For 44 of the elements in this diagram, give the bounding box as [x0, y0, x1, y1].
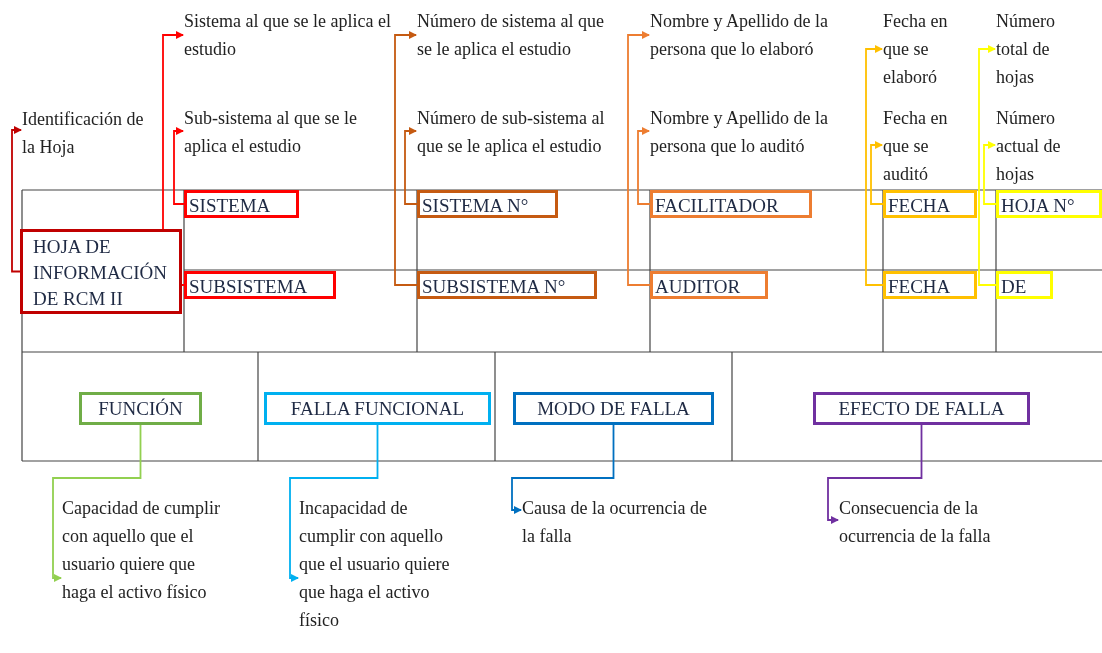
form-field-box: DE — [996, 271, 1053, 299]
form-field-box: HOJA N° — [996, 190, 1102, 218]
leader-arrow — [978, 45, 997, 286]
form-field-box: SISTEMA — [184, 190, 299, 218]
annotation-text: Causa de la ocurrencia de la falla — [522, 494, 712, 550]
form-field-box: FALLA FUNCIONAL — [264, 392, 491, 425]
form-field-box: FECHA — [883, 190, 977, 218]
form-field-box: SISTEMA N° — [417, 190, 558, 218]
leader-arrow — [52, 424, 142, 582]
leader-arrow — [404, 127, 418, 205]
leader-arrow — [173, 127, 185, 205]
leader-arrow — [289, 424, 379, 582]
annotation-text: Número de sub-sistema al que se le aplica el estudio — [417, 104, 622, 160]
annotation-text: Número de sistema al que se le aplica el estudio — [417, 7, 622, 63]
leader-arrow — [637, 127, 651, 205]
form-field-box: FECHA — [883, 271, 977, 299]
leader-arrow — [511, 424, 615, 514]
form-field-box: AUDITOR — [650, 271, 768, 299]
annotation-text: Nombre y Apellido de la persona que lo auditó — [650, 104, 865, 160]
annotation-text: Sistema al que se le aplica el estudio — [184, 7, 399, 63]
form-field-box: FACILITADOR — [650, 190, 812, 218]
leader-arrow — [627, 31, 651, 286]
annotation-text: Nombre y Apellido de la persona que lo elaboró — [650, 7, 865, 63]
form-field-box: SUBSISTEMA N° — [417, 271, 597, 299]
leader-arrow — [827, 424, 923, 524]
leader-arrow — [983, 141, 997, 205]
annotation-text: Capacidad de cumplir con aquello que el usuario quiere que haga el activo físico — [62, 494, 222, 606]
form-field-box: EFECTO DE FALLA — [813, 392, 1030, 425]
form-field-box: HOJA DE INFORMACIÓN DE RCM II — [20, 229, 182, 314]
leader-arrow — [865, 45, 884, 286]
form-field-box: MODO DE FALLA — [513, 392, 714, 425]
form-field-box: SUBSISTEMA — [184, 271, 336, 299]
form-field-box: FUNCIÓN — [79, 392, 202, 425]
annotation-text: Incapacidad de cumplir con aquello que el usuario quiere que haga el activo físico — [299, 494, 459, 634]
annotation-text: Consecuencia de la ocurrencia de la falla — [839, 494, 1029, 550]
leader-arrow — [394, 31, 418, 286]
leader-arrow — [870, 141, 884, 205]
annotation-text: Identificación de la Hoja — [22, 105, 147, 161]
annotation-text: Número actual de hojas — [996, 104, 1081, 188]
annotation-text: Fecha en que se elaboró — [883, 7, 973, 91]
annotation-text: Fecha en que se auditó — [883, 104, 973, 188]
leader-arrow — [11, 126, 22, 273]
annotation-text: Sub-sistema al que se le aplica el estudio — [184, 104, 399, 160]
annotation-text: Número total de hojas — [996, 7, 1081, 91]
